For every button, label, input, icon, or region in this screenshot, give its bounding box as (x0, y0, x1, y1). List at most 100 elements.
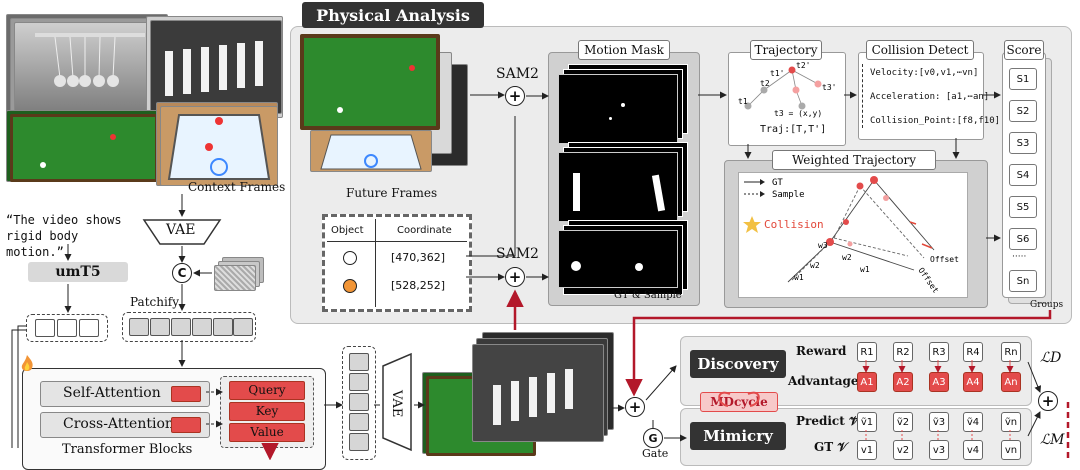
score-s3: S3 (1009, 132, 1037, 154)
self-attention-block: Self-Attention (40, 381, 210, 407)
sam2-bottom-label: SAM2 (496, 246, 539, 262)
gate-symbol: G (648, 431, 658, 445)
gt-sample-label: GT & Sample (614, 290, 682, 301)
score-s1: S1 (1009, 68, 1037, 90)
traj-t2: t2 (760, 79, 770, 88)
latent-column (342, 346, 376, 460)
sam2-bottom-plus-icon: + (505, 267, 525, 287)
mimicry-label: Mimicry (690, 422, 786, 450)
predict-v2: ṽ2 (893, 412, 913, 432)
traj-t1: t1 (738, 97, 748, 106)
loss-d-label: ℒD (1040, 350, 1062, 366)
patch-tokens (122, 312, 256, 342)
gt-v4: v4 (963, 440, 983, 460)
transformer-blocks-label: Transformer Blocks (62, 442, 193, 457)
trajectory-title: Trajectory (750, 40, 822, 60)
query-chip: Query (229, 381, 305, 400)
predict-v1: ṽ1 (857, 412, 877, 432)
trajectory-caption: Traj:[T,T'] (760, 124, 827, 135)
reward-r2: R2 (893, 342, 913, 362)
air-hockey-image (160, 106, 278, 186)
score-s2: S2 (1009, 100, 1037, 122)
score-s6: S6 (1009, 228, 1037, 250)
cross-attention-label: Cross-Attention (63, 416, 174, 432)
predict-v4: ṽ4 (963, 412, 983, 432)
gt-v3: v3 (929, 440, 949, 460)
loss-sum-plus-icon: + (1038, 391, 1058, 411)
context-frames-label: Context Frames (188, 180, 286, 194)
mask-frames (558, 64, 690, 295)
loss-m-label: ℒM (1040, 432, 1065, 448)
advantage-a4: A4 (963, 372, 983, 392)
mdcycle-label: MDcycle (700, 392, 778, 412)
generated-domino-image (472, 344, 604, 442)
qkv-box: Query Key Value (220, 376, 314, 448)
merge-plus-icon: + (625, 397, 645, 417)
traj-t2p: t2' (796, 61, 810, 70)
traj-t3p: t3' (822, 83, 836, 92)
cross-attention-block: Cross-Attention (40, 412, 210, 438)
object-orange-marker (343, 279, 357, 293)
generated-frames-stack (422, 332, 614, 458)
text-tokens (26, 314, 108, 342)
weighted-offset-plot (738, 172, 968, 298)
weighted-offset-graph: GT Sample Collision w3 w2 w1 w2 w1 Offse… (743, 176, 959, 295)
reward-r3: R3 (929, 342, 949, 362)
object-white-marker (343, 251, 357, 265)
future-frames-stack (300, 34, 470, 174)
legend-gt: GT (772, 178, 783, 188)
vae-decode-label: VAE (389, 390, 404, 418)
table-header-coordinate: Coordinate (397, 225, 452, 236)
umt5-encoder: umT5 (28, 262, 128, 282)
score-title: Score (1004, 40, 1044, 60)
gt-label: GT 𝒱 (814, 440, 848, 454)
collision-velocity: Velocity:[v0,v1,⋯vn] (870, 68, 979, 78)
coordinate-row-2: [528,252] (391, 279, 446, 292)
trajectory-graph: t1 t2 t1' t2' t3' t3 = (x,y) (738, 61, 836, 118)
concat-symbol: C (177, 266, 187, 280)
mask-airhockey (558, 230, 678, 288)
advantage-an: An (1001, 372, 1021, 392)
gate-icon: G (643, 428, 663, 448)
score-s4: S4 (1009, 164, 1037, 186)
legend-sample: Sample (772, 190, 805, 200)
w-label-1: w3 (818, 241, 828, 250)
object-coordinate-table: Object Coordinate [470,362] [528,252] (322, 214, 472, 312)
weighted-offset-title: Weighted Trajectory Offset (772, 150, 936, 185)
w-label-3: w1 (794, 273, 804, 282)
prompt-text: “The video shows rigid body motion.” (6, 213, 122, 259)
umt5-label: umT5 (55, 264, 101, 280)
context-frames-stack (6, 14, 283, 186)
score-s5: S5 (1009, 196, 1037, 218)
gt-vn: vn (1001, 440, 1021, 460)
predict-vn: ṽn (1001, 412, 1021, 432)
advantage-a2: A2 (893, 372, 913, 392)
w-label-4: w2 (842, 253, 852, 262)
future-frames-label: Future Frames (346, 186, 438, 200)
billiard-table-image (10, 114, 158, 182)
offset-label-1: Offset (930, 255, 959, 264)
predict-v3: ṽ3 (929, 412, 949, 432)
sam2-top-plus-icon: + (505, 86, 525, 106)
gt-v1: v1 (857, 440, 877, 460)
groups-label: Groups (1030, 300, 1064, 310)
w-label-2: w2 (810, 261, 820, 270)
self-attention-label: Self-Attention (63, 385, 161, 401)
discovery-label: Discovery (690, 350, 786, 378)
trajectory-panel (728, 52, 846, 146)
predict-label: Predict 𝒱̃ (796, 414, 859, 428)
physical-analysis-title: Physical Analysis (302, 2, 484, 28)
flame-icon (21, 355, 33, 371)
patchify-label: Patchify (130, 295, 180, 309)
collision-star-icon (743, 216, 761, 233)
mask-billiard (558, 74, 678, 144)
concat-icon: C (172, 263, 192, 283)
value-chip: Value (229, 423, 305, 442)
sam2-top-label: SAM2 (496, 66, 539, 82)
score-ellipsis: ····· (1012, 252, 1027, 262)
vae-decoder (382, 352, 412, 452)
reward-r1: R1 (857, 342, 877, 362)
motion-mask-title: Motion Mask (578, 40, 670, 60)
reward-rn: Rn (1001, 342, 1021, 362)
key-chip: Key (229, 402, 305, 421)
